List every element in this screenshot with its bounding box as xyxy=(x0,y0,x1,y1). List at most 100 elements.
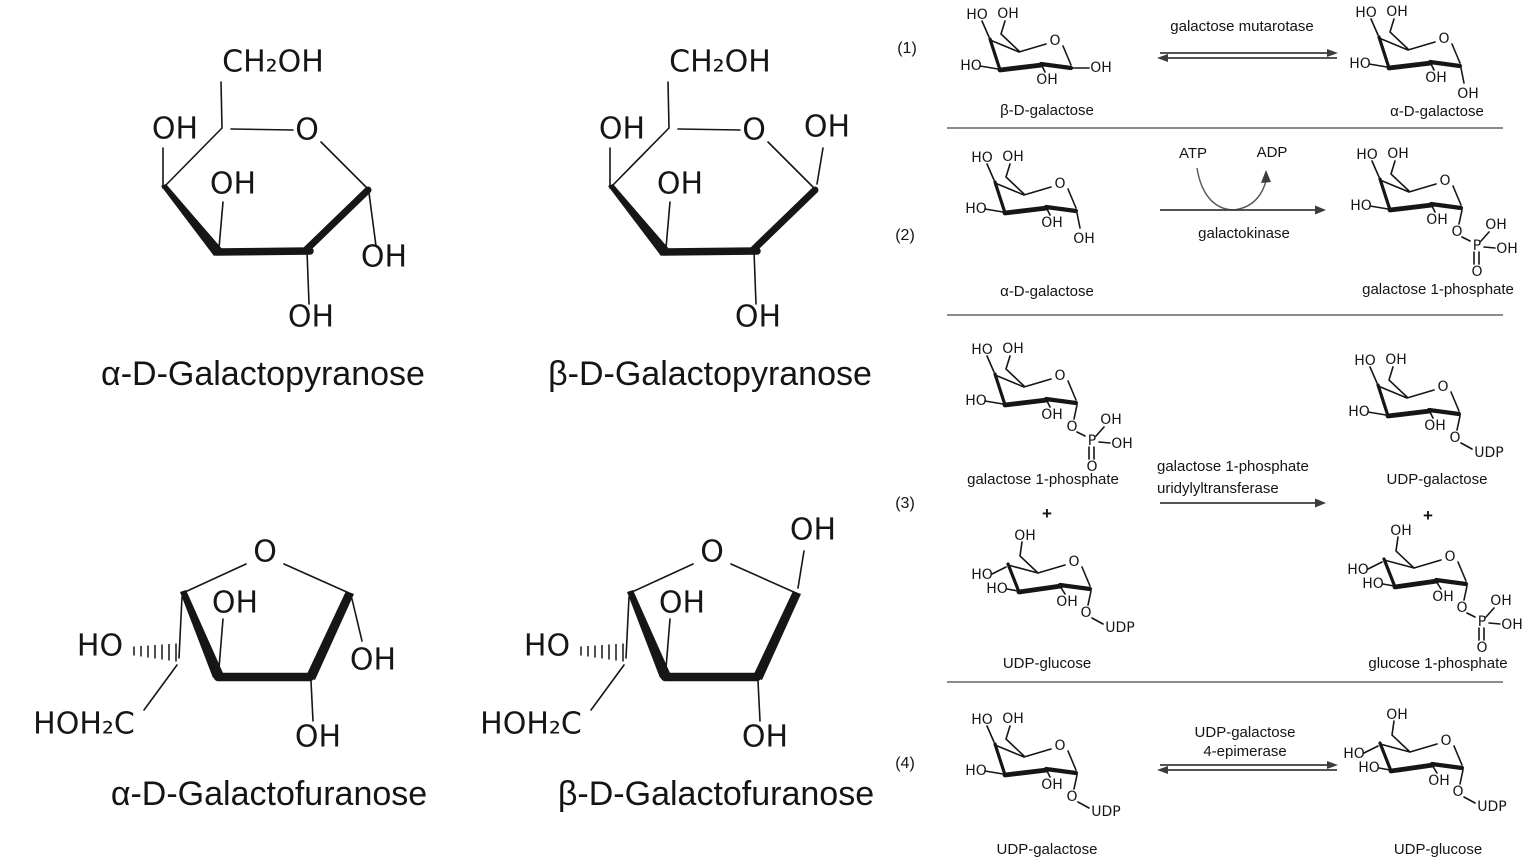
atom-label-oh: OH xyxy=(657,167,703,202)
atom-label-ho: HO xyxy=(1348,404,1370,420)
structure-name: β-D-Galactofuranose xyxy=(557,775,875,813)
atom-label-ho: HO xyxy=(971,150,993,166)
atom-label-ring-o: O xyxy=(1068,554,1079,570)
structure-r2-galactose-1-phosphate: HO OH O HO OH O P OH OH O xyxy=(1350,146,1518,280)
atom-label-oh: OH xyxy=(1490,593,1512,609)
atom-label-oh: OH xyxy=(599,112,645,147)
atom-label-oh: OH xyxy=(212,586,258,621)
enzyme-label-line1: UDP-galactose xyxy=(1194,724,1296,741)
atom-label-ho: HO xyxy=(986,581,1008,597)
pyranose-ring-bonds xyxy=(608,81,824,305)
structure-r3-udp-galactose: HO OH O HO OH O UDP xyxy=(1348,352,1504,461)
furanose-ring-bonds xyxy=(133,563,363,722)
atom-label-oh: OH xyxy=(1041,407,1063,423)
structure-r3-glucose-1-phosphate: OH O HO HO OH O P OH OH O xyxy=(1347,523,1523,656)
atom-label-ho: HO xyxy=(960,58,982,74)
atom-label-ring-o: O xyxy=(1054,368,1065,384)
atom-label-o-double: O xyxy=(1086,459,1097,475)
structure-name: galactose 1-phosphate xyxy=(1362,281,1514,298)
reaction-arrow xyxy=(1160,498,1326,508)
structure-name: galactose 1-phosphate xyxy=(967,471,1119,488)
atom-label-oh: OH xyxy=(210,167,256,202)
structure-r2-alpha-d-galactose: HO OH O HO OH OH xyxy=(965,149,1095,247)
atom-label-ring-o: O xyxy=(1439,173,1450,189)
chair-bonds xyxy=(984,163,1081,229)
atom-label-o-double: O xyxy=(1471,264,1482,280)
atom-label-oh-anomeric: OH xyxy=(361,240,407,275)
structure-beta-d-galactopyranose: CH₂OH OH O OH OH OH xyxy=(599,45,850,335)
enzyme-label: galactose mutarotase xyxy=(1170,18,1314,35)
atom-label-oh: OH xyxy=(1041,777,1063,793)
atom-label-udp: UDP xyxy=(1105,620,1134,636)
atom-label-oh: OH xyxy=(1386,707,1408,723)
structure-name: UDP-galactose xyxy=(996,841,1098,858)
atom-label-p: P xyxy=(1088,433,1096,449)
atom-label-oh: OH xyxy=(1432,589,1454,605)
atom-label-o-link: O xyxy=(1080,605,1091,621)
atom-label-oh: OH xyxy=(1041,215,1063,231)
structure-alpha-d-galactofuranose: O OH HO HOH₂C OH OH xyxy=(33,535,396,755)
structure-name: UDP-galactose xyxy=(1386,471,1488,488)
atom-label-oh: OH xyxy=(1501,617,1523,633)
reaction-arrow-with-cofactor-arc xyxy=(1160,167,1326,215)
atom-label-ho: HO xyxy=(1347,562,1369,578)
atom-label-ho: HO xyxy=(1349,56,1371,72)
atom-label-ho: HO xyxy=(1358,760,1380,776)
structure-r1-beta-d-galactose: HO OH O HO OH OH xyxy=(960,6,1112,88)
atom-label-oh: OH xyxy=(1111,436,1133,452)
plus-sign: + xyxy=(1423,506,1433,525)
structure-name: β-D-Galactopyranose xyxy=(548,355,872,393)
atom-label-oh: OH xyxy=(1002,149,1024,165)
atom-label-oh: OH xyxy=(295,720,341,755)
atom-label-oh: OH xyxy=(1425,70,1447,86)
atom-label-oh: OH xyxy=(1426,212,1448,228)
atom-label-o-link: O xyxy=(1066,419,1077,435)
atom-label-oh: OH xyxy=(288,300,334,335)
structure-name: UDP-glucose xyxy=(1393,841,1483,858)
structure-alpha-d-galactopyranose: CH₂OH OH O OH OH OH xyxy=(152,45,407,335)
atom-label-ho: HO xyxy=(524,629,570,664)
atom-label-ho: HO xyxy=(965,393,987,409)
atom-label-o-link: O xyxy=(1066,789,1077,805)
atom-label-ch2oh: CH₂OH xyxy=(222,45,324,80)
atom-label-oh: OH xyxy=(1002,341,1024,357)
atom-label-oh-anomeric: OH xyxy=(804,110,850,145)
enzyme-label-line2: 4-epimerase xyxy=(1203,743,1287,760)
atom-label-oh: OH xyxy=(1056,594,1078,610)
structure-name: β-D-galactose xyxy=(1000,102,1094,119)
reaction-number-4: (4) xyxy=(895,755,915,772)
atom-label-oh: OH xyxy=(1385,352,1407,368)
atom-label-ring-o: O xyxy=(1440,733,1451,749)
structure-name: UDP-glucose xyxy=(1002,655,1092,672)
atom-label-ch2oh: CH₂OH xyxy=(669,45,771,80)
atom-label-oh: OH xyxy=(1386,4,1408,20)
cofactor-adp: ADP xyxy=(1256,144,1288,161)
atom-label-oh: OH xyxy=(1428,773,1450,789)
atom-label-ho: HO xyxy=(1362,576,1384,592)
atom-label-udp: UDP xyxy=(1091,804,1120,820)
reaction-number-3: (3) xyxy=(895,495,915,512)
atom-label-oh: OH xyxy=(735,300,781,335)
structure-r3-galactose-1-phosphate: HO OH O HO OH O P OH OH O xyxy=(965,341,1133,475)
enzyme-label-line2: uridylyltransferase xyxy=(1157,480,1279,497)
chair-bonds xyxy=(979,20,1090,73)
atom-label-ho: HO xyxy=(965,201,987,217)
structure-name: α-D-galactose xyxy=(1390,103,1484,120)
structure-name: α-D-galactose xyxy=(1000,283,1094,300)
atom-label-hoh2c: HOH₂C xyxy=(480,707,582,742)
atom-label-ring-o: O xyxy=(742,113,766,148)
structure-r3-udp-glucose: OH O HO HO OH O UDP xyxy=(971,528,1135,636)
structure-name: α-D-Galactopyranose xyxy=(101,355,425,393)
structure-r4-udp-glucose: OH O HO HO OH O UDP xyxy=(1343,707,1507,815)
atom-label-o-link: O xyxy=(1452,784,1463,800)
atom-label-ho: HO xyxy=(1343,746,1365,762)
atom-label-oh: OH xyxy=(1014,528,1036,544)
chair-bonds xyxy=(1363,720,1476,804)
atom-label-p: P xyxy=(1473,238,1481,254)
enzyme-label-line1: galactose 1-phosphate xyxy=(1157,458,1309,475)
structure-beta-d-galactofuranose: O OH OH HO HOH₂C OH xyxy=(480,513,836,755)
atom-label-ho: HO xyxy=(966,7,988,23)
plus-sign: + xyxy=(1042,504,1052,523)
atom-label-ring-o: O xyxy=(1049,33,1060,49)
